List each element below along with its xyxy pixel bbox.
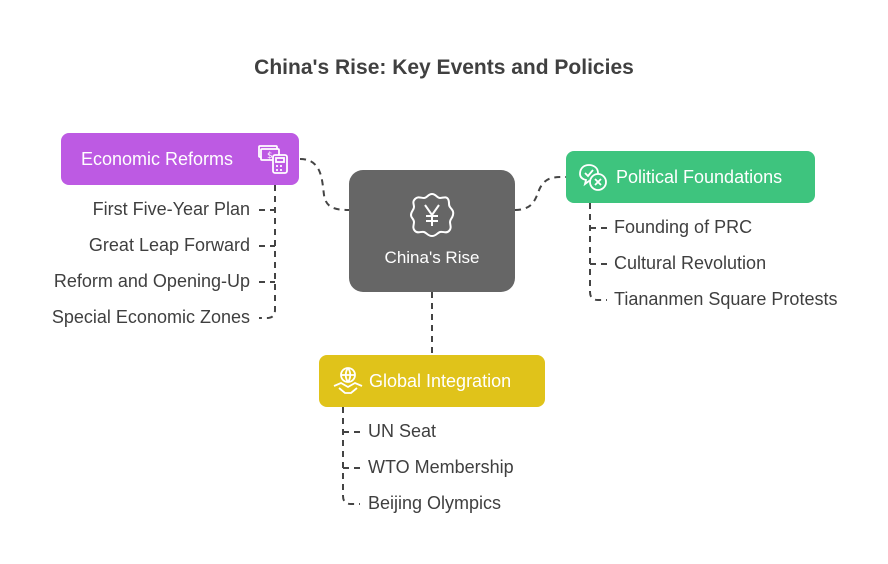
- connector-center-economic: [299, 158, 350, 211]
- list-item: First Five-Year Plan: [92, 199, 250, 219]
- list-item: UN Seat: [368, 421, 437, 441]
- branch-political-foundations: Political Foundations: [566, 151, 815, 203]
- chat-check-x-icon: [579, 164, 607, 191]
- connector-center-political: [514, 176, 567, 211]
- economic-reforms-label: Economic Reforms: [81, 148, 234, 169]
- center-label: China's Rise: [384, 248, 480, 267]
- list-item: Founding of PRC: [614, 217, 753, 237]
- list-item: Great Leap Forward: [88, 235, 250, 255]
- money-calculator-icon: $: [258, 145, 288, 174]
- connector-global-items: [342, 407, 360, 505]
- list-item: Tiananmen Square Protests: [614, 289, 838, 309]
- yuan-badge-icon: [409, 192, 455, 238]
- handshake-globe-icon: [333, 367, 363, 394]
- svg-text:$: $: [267, 151, 273, 161]
- center-node: China's Rise: [349, 170, 515, 292]
- list-item: Special Economic Zones: [51, 307, 250, 327]
- list-item: Beijing Olympics: [368, 493, 502, 513]
- connector-economic-items: [259, 185, 276, 319]
- branch-economic-reforms: Economic Reforms $: [61, 133, 299, 185]
- branch-global-integration: Global Integration: [319, 355, 545, 407]
- list-item: Cultural Revolution: [614, 253, 767, 273]
- political-foundations-label: Political Foundations: [616, 166, 783, 187]
- diagram-title: China's Rise: Key Events and Policies: [254, 56, 634, 79]
- list-item: Reform and Opening-Up: [53, 271, 250, 291]
- global-integration-label: Global Integration: [369, 370, 512, 391]
- connector-political-items: [589, 203, 607, 301]
- list-item: WTO Membership: [368, 457, 514, 477]
